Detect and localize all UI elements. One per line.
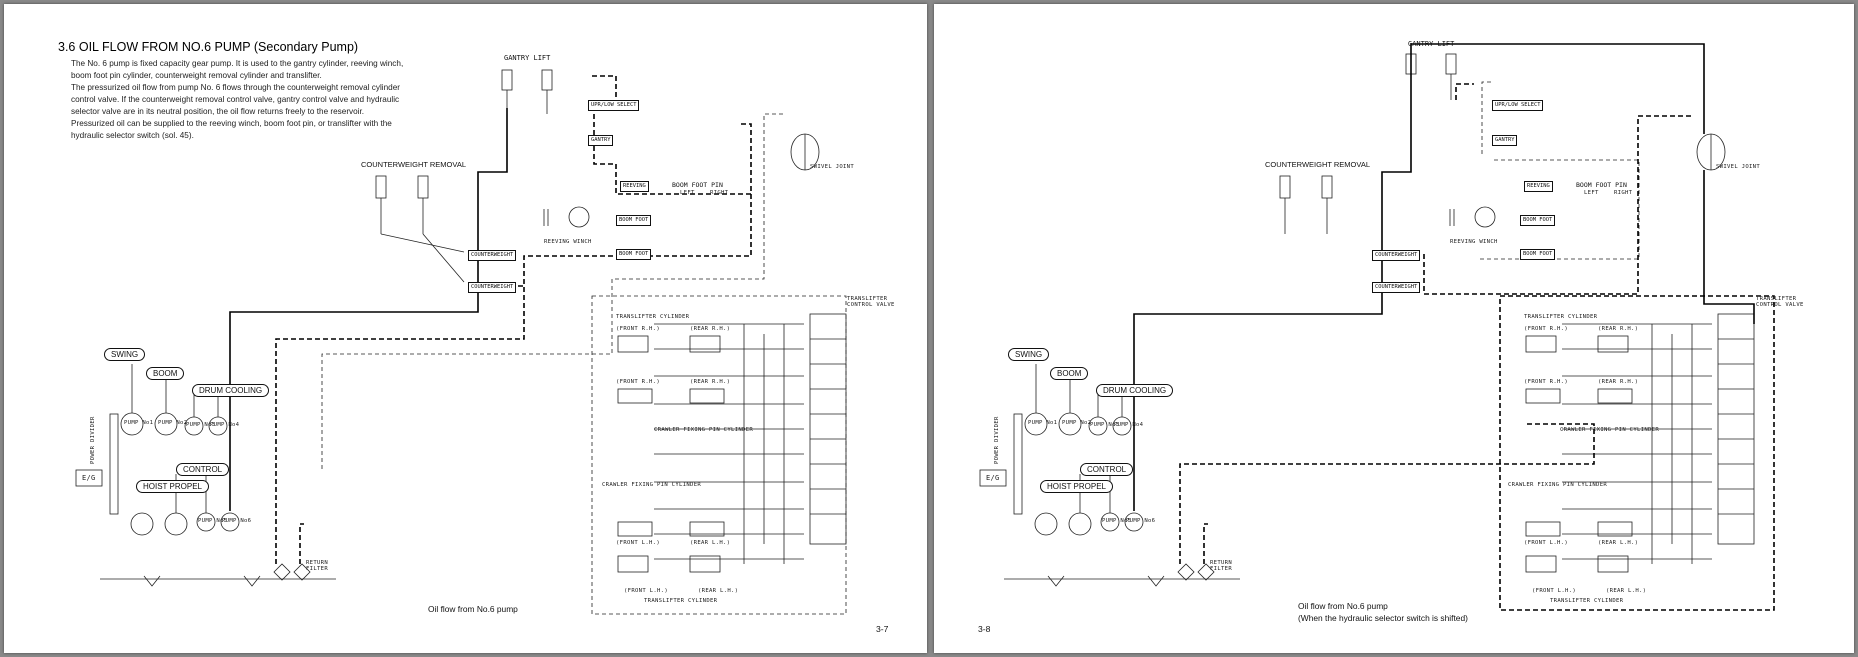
- right-page: GANTRY LIFT UPR/LOW SELECT GANTRY COUNTE…: [934, 4, 1854, 653]
- upr-low-select-box-r: UPR/LOW SELECT: [1492, 100, 1544, 111]
- eg-label-r: E/G: [986, 474, 1000, 482]
- pump-no1-label: PUMP No1: [124, 420, 154, 426]
- reeving-winch-label-r: REEVING WINCH: [1450, 239, 1498, 245]
- pump-no2-label-r: PUMP No2: [1062, 420, 1092, 426]
- rear-rh-label-2: (REAR R.H.): [690, 379, 731, 385]
- translifter-cylinder-label-top: TRANSLIFTER CYLINDER: [616, 314, 690, 320]
- rear-rh-label-2-r: (REAR R.H.): [1598, 379, 1639, 385]
- page-number-right: 3-8: [978, 624, 991, 634]
- swivel-joint-label-r: SWIVEL JOINT: [1716, 164, 1761, 170]
- boom-foot-box-2: BOOM FOOT: [616, 249, 652, 260]
- boom-pill: BOOM: [146, 367, 185, 380]
- rear-rh-label: (REAR R.H.): [690, 326, 731, 332]
- rear-rh-label-r: (REAR R.H.): [1598, 326, 1639, 332]
- power-divider-label: POWER DIVIDER: [90, 416, 96, 464]
- paragraph-2: The pressurized oil flow from pump No. 6…: [71, 83, 401, 116]
- boom-foot-box-2-r: BOOM FOOT: [1520, 249, 1556, 260]
- reeving-box: REEVING: [620, 181, 649, 192]
- pump-no2-label: PUMP No2: [158, 420, 188, 426]
- pump-no3-label: PUMP No3: [186, 422, 216, 428]
- counterweight-valve-1-r: COUNTERWEIGHT: [1372, 250, 1421, 261]
- boom-foot-box-1-r: BOOM FOOT: [1520, 215, 1556, 226]
- translifter-cylinder-label-top-r: TRANSLIFTER CYLINDER: [1524, 314, 1598, 320]
- drum-cooling-pill: DRUM COOLING: [192, 384, 270, 397]
- crawler-fixing-pin-label-1-r: CRAWLER FIXING PIN CYLINDER: [1560, 427, 1660, 433]
- upr-low-select-box: UPR/LOW SELECT: [588, 100, 640, 111]
- description-text: The No. 6 pump is fixed capacity gear pu…: [71, 58, 411, 142]
- control-pill-r: CONTROL: [1080, 463, 1134, 476]
- left-page: 3.6 OIL FLOW FROM NO.6 PUMP (Secondary P…: [4, 4, 927, 653]
- rear-lh-label-2-r: (REAR L.H.): [1606, 588, 1647, 594]
- hoist-propel-pill: HOIST PROPEL: [136, 480, 209, 493]
- swing-pill: SWING: [104, 348, 146, 361]
- swivel-joint-label: SWIVEL JOINT: [810, 164, 855, 170]
- return-filter-label-r: RETURN FILTER: [1210, 560, 1233, 572]
- crawler-fixing-pin-label-2-r: CRAWLER FIXING PIN CYLINDER: [1508, 482, 1608, 488]
- front-rh-label-2-r: (FRONT R.H.): [1524, 379, 1569, 385]
- figure-caption-line1: Oil flow from No.6 pump: [1298, 601, 1388, 611]
- reeving-box-r: REEVING: [1524, 181, 1553, 192]
- crawler-fixing-pin-label-2: CRAWLER FIXING PIN CYLINDER: [602, 482, 702, 488]
- right-label-r: RIGHT: [1614, 190, 1633, 196]
- control-pill: CONTROL: [176, 463, 230, 476]
- front-lh-label-2-r: (FRONT L.H.): [1532, 588, 1577, 594]
- translifter-control-valve-label: TRANSLIFTER CONTROL VALVE: [847, 296, 895, 308]
- rear-lh-label: (REAR L.H.): [690, 540, 731, 546]
- gantry-lift-label-r: GANTRY LIFT: [1408, 40, 1455, 48]
- boom-foot-pin-label: BOOM FOOT PIN: [672, 181, 723, 189]
- section-heading: 3.6 OIL FLOW FROM NO.6 PUMP (Secondary P…: [58, 40, 359, 54]
- paragraph-3: Pressurized oil can be supplied to the r…: [71, 119, 392, 140]
- hoist-propel-pill-r: HOIST PROPEL: [1040, 480, 1113, 493]
- pump-no6-label-r: PUMP No6: [1126, 518, 1156, 524]
- pump-no4-label: PUMP No4: [210, 422, 240, 428]
- translifter-control-valve-label-r: TRANSLIFTER CONTROL VALVE: [1756, 296, 1804, 308]
- swing-pill-r: SWING: [1008, 348, 1050, 361]
- counterweight-removal-label: COUNTERWEIGHT REMOVAL: [361, 160, 467, 169]
- pump-no6-label: PUMP No6: [222, 518, 252, 524]
- translifter-cylinder-label-bottom-r: TRANSLIFTER CYLINDER: [1550, 598, 1624, 604]
- gantry-box: GANTRY: [588, 135, 614, 146]
- front-lh-label-r: (FRONT L.H.): [1524, 540, 1569, 546]
- pump-no4-label-r: PUMP No4: [1114, 422, 1144, 428]
- counterweight-valve-2: COUNTERWEIGHT: [468, 282, 517, 293]
- counterweight-valve-2-r: COUNTERWEIGHT: [1372, 282, 1421, 293]
- translifter-cylinder-label-bottom: TRANSLIFTER CYLINDER: [644, 598, 718, 604]
- front-lh-label-2: (FRONT L.H.): [624, 588, 669, 594]
- front-lh-label: (FRONT L.H.): [616, 540, 661, 546]
- reeving-winch-label: REEVING WINCH: [544, 239, 592, 245]
- pump-no1-label-r: PUMP No1: [1028, 420, 1058, 426]
- pump-no5-label: PUMP No5: [198, 518, 228, 524]
- crawler-fixing-pin-label-1: CRAWLER FIXING PIN CYLINDER: [654, 427, 754, 433]
- paragraph-1: The No. 6 pump is fixed capacity gear pu…: [71, 59, 404, 80]
- gantry-box-r: GANTRY: [1492, 135, 1518, 146]
- gantry-lift-label: GANTRY LIFT: [504, 54, 551, 62]
- front-rh-label-2: (FRONT R.H.): [616, 379, 661, 385]
- pump-no5-label-r: PUMP No5: [1102, 518, 1132, 524]
- figure-caption: Oil flow from No.6 pump: [428, 604, 518, 614]
- boom-pill-r: BOOM: [1050, 367, 1089, 380]
- return-filter-label: RETURN FILTER: [306, 560, 329, 572]
- figure-caption-line2: (When the hydraulic selector switch is s…: [1298, 613, 1468, 623]
- front-rh-label-r: (FRONT R.H.): [1524, 326, 1569, 332]
- rear-lh-label-r: (REAR L.H.): [1598, 540, 1639, 546]
- diagram-lines-right: [979, 43, 1775, 611]
- power-divider-label-r: POWER DIVIDER: [994, 416, 1000, 464]
- right-label: RIGHT: [710, 190, 729, 196]
- diagram-lines-left: [75, 69, 847, 615]
- counterweight-valve-1: COUNTERWEIGHT: [468, 250, 517, 261]
- drum-cooling-pill-r: DRUM COOLING: [1096, 384, 1174, 397]
- page-number: 3-7: [876, 624, 889, 634]
- boom-foot-box-1: BOOM FOOT: [616, 215, 652, 226]
- rear-lh-label-2: (REAR L.H.): [698, 588, 739, 594]
- eg-label: E/G: [82, 474, 96, 482]
- counterweight-removal-label-r: COUNTERWEIGHT REMOVAL: [1265, 160, 1371, 169]
- pump-no3-label-r: PUMP No3: [1090, 422, 1120, 428]
- left-label-r: LEFT: [1584, 190, 1599, 196]
- boom-foot-pin-label-r: BOOM FOOT PIN: [1576, 181, 1627, 189]
- left-label: LEFT: [680, 190, 695, 196]
- front-rh-label: (FRONT R.H.): [616, 326, 661, 332]
